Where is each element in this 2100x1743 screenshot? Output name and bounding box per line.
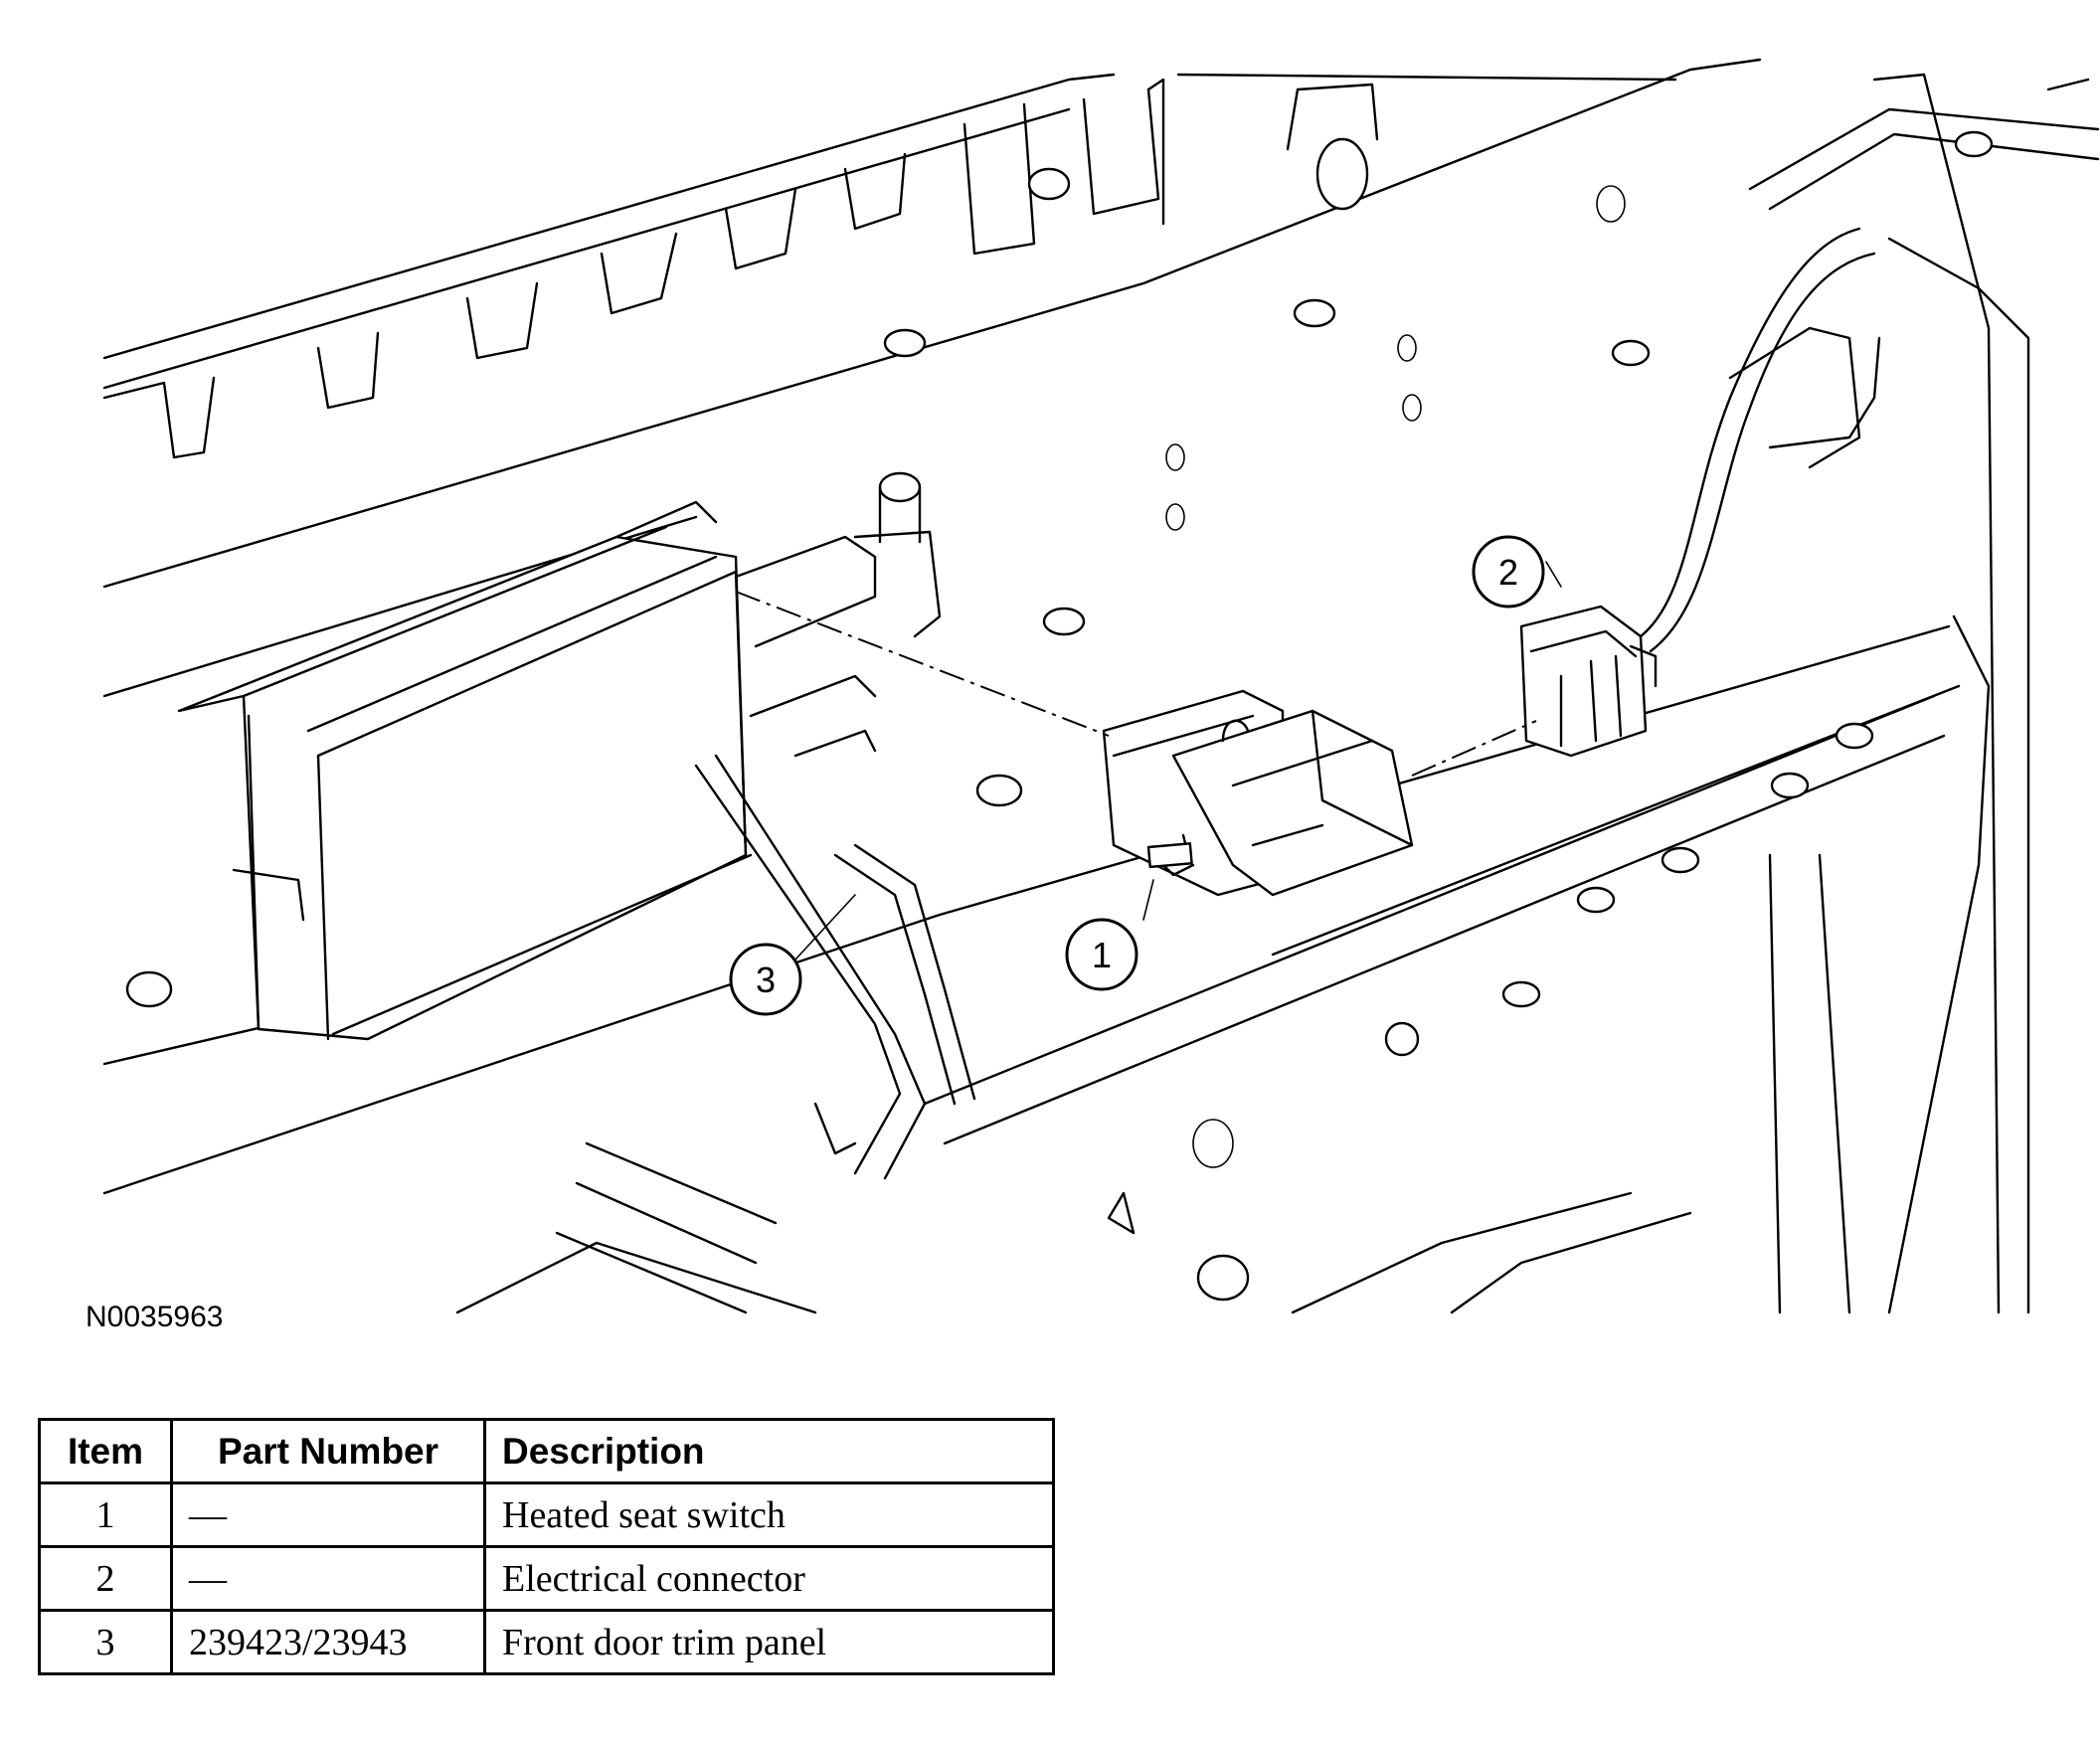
- exploded-view-illustration: 1 2 3: [102, 58, 2100, 1314]
- callout-3-label: 3: [756, 959, 776, 1000]
- callout-2: 2: [1472, 535, 1545, 609]
- heated-seat-switch-drawing: [1102, 689, 1414, 897]
- assembly-lines: [735, 561, 1562, 960]
- row-item: 1: [38, 1482, 173, 1548]
- row-description: Heated seat switch: [483, 1482, 1055, 1548]
- module-bracket: [734, 471, 942, 758]
- callout-1: 1: [1065, 918, 1138, 991]
- row-part-number: 239423/23943: [170, 1609, 486, 1675]
- upper-trim-structure: [102, 58, 1762, 698]
- callout-2-label: 2: [1498, 552, 1518, 593]
- row-description: Electrical connector: [483, 1545, 1055, 1612]
- door-trim-panel: [555, 754, 976, 1314]
- row-item: 3: [38, 1609, 173, 1675]
- table-row: 1 — Heated seat switch: [38, 1482, 1055, 1548]
- table-row: 2 — Electrical connector: [38, 1545, 1055, 1612]
- header-item: Item: [38, 1418, 173, 1484]
- door-frame-right: [1748, 73, 2100, 1314]
- electronic-module: [177, 500, 753, 1041]
- row-part-number: —: [170, 1545, 486, 1612]
- table-row: 3 239423/23943 Front door trim panel: [38, 1609, 1055, 1675]
- callout-1-label: 1: [1092, 935, 1112, 975]
- legend-header-row: Item Part Number Description: [38, 1418, 1055, 1484]
- mounting-posts: [125, 130, 1994, 1302]
- figure-id-label: N0035963: [86, 1301, 224, 1333]
- row-description: Front door trim panel: [483, 1609, 1055, 1675]
- parts-legend-table: Item Part Number Description 1 — Heated …: [38, 1418, 1055, 1675]
- header-description: Description: [483, 1418, 1055, 1484]
- row-part-number: —: [170, 1482, 486, 1548]
- callout-3: 3: [729, 943, 802, 1016]
- header-part-number: Part Number: [170, 1418, 486, 1484]
- row-item: 2: [38, 1545, 173, 1612]
- electrical-connector-drawing: [1519, 227, 1881, 758]
